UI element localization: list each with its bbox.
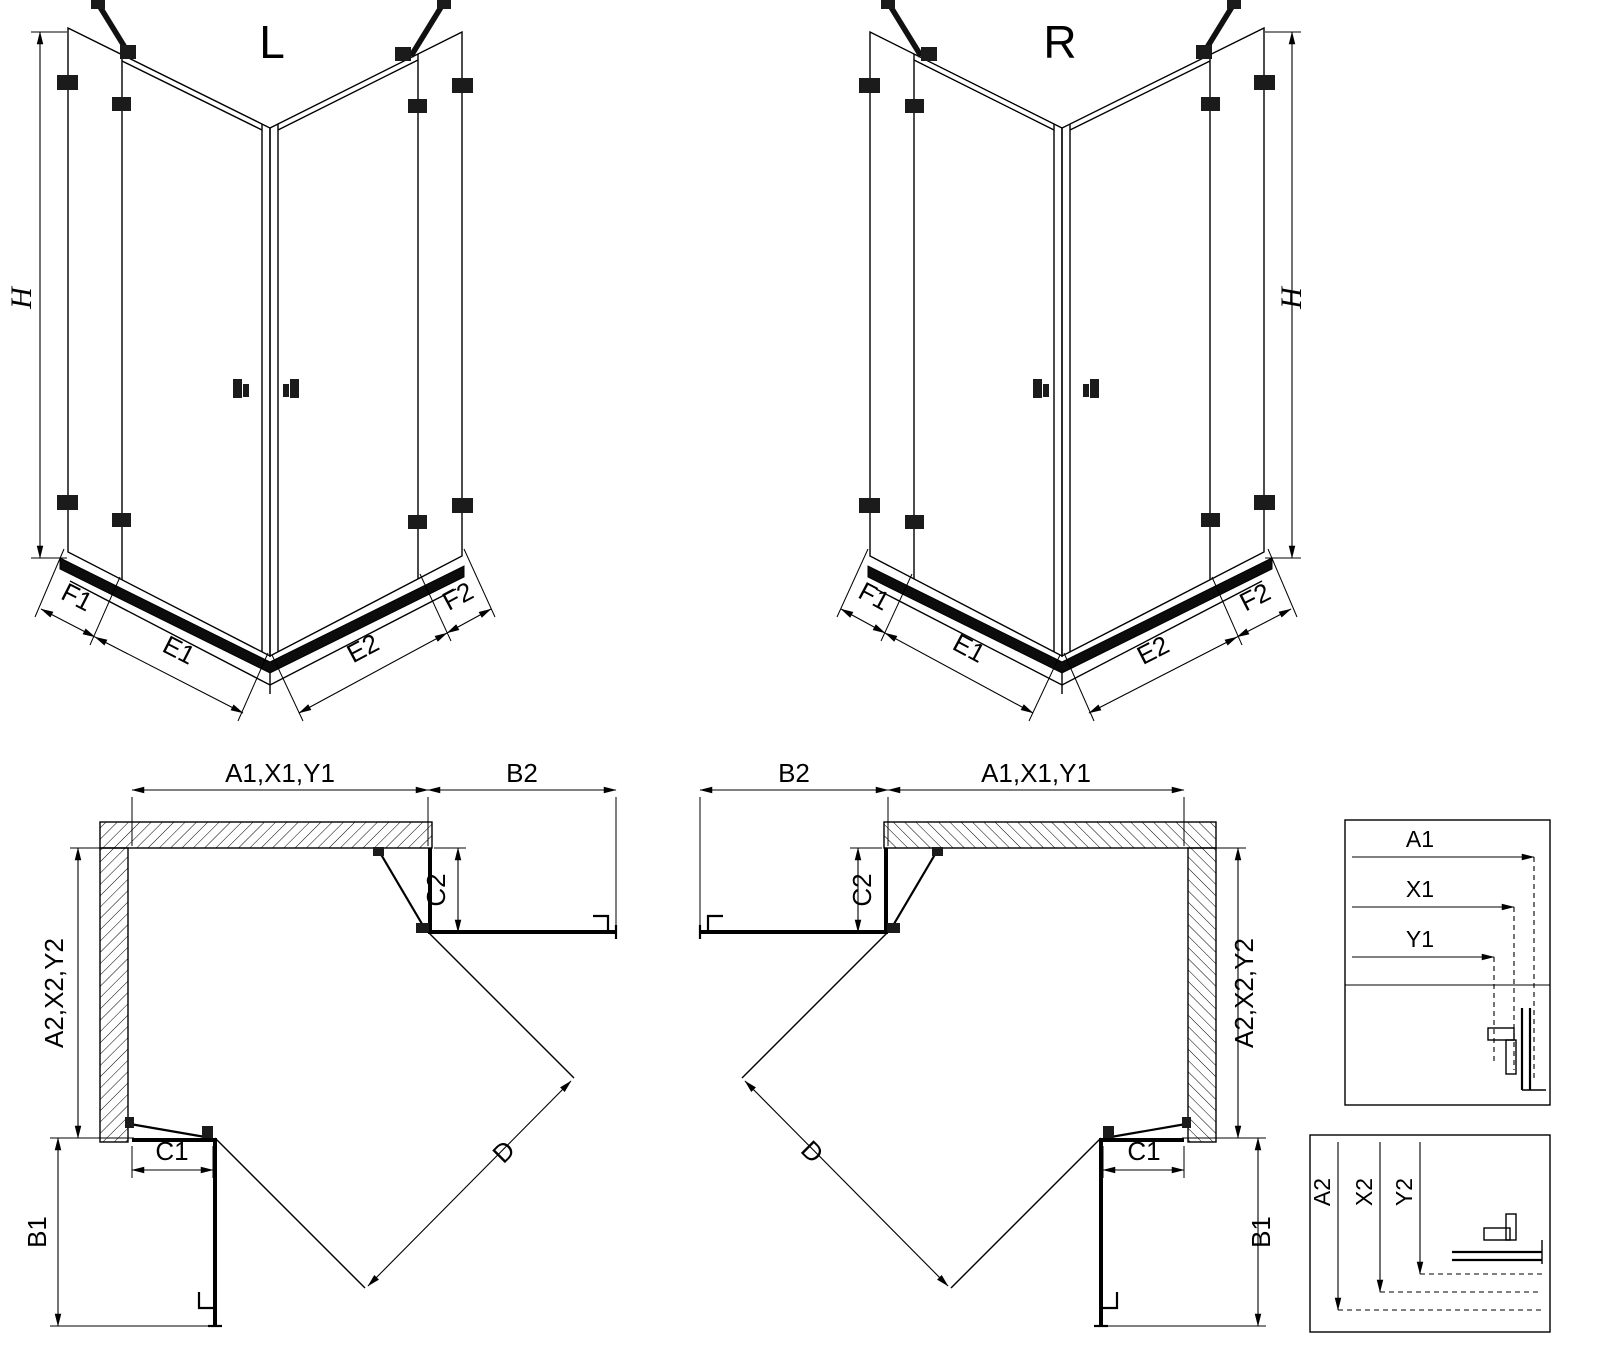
dimension-label-a2x2y2-left: A2,X2,Y2 [39, 938, 69, 1048]
dimension-label-c1-left: C1 [155, 1136, 188, 1166]
plan-left-labels: A1,X1,Y1 B2 C2 A2,X2,Y2 C1 B1 D [22, 758, 538, 1248]
dimension-label-h-left: H [5, 285, 38, 310]
dimension-label-c1-right: C1 [1127, 1136, 1160, 1166]
detail-label-x1: X1 [1406, 876, 1434, 902]
detail-box-horizontal [1344, 819, 1551, 1106]
dimension-label-a1x1y1-right: A1,X1,Y1 [981, 758, 1091, 788]
dimension-label-b1-left: B1 [22, 1216, 52, 1248]
detail-label-x2: X2 [1351, 1178, 1377, 1206]
dimension-label-d-right: D [795, 1134, 829, 1168]
detail-label-y2: Y2 [1391, 1178, 1417, 1206]
plan-right-labels: B2 A1,X1,Y1 C2 A2,X2,Y2 C1 B1 D [778, 758, 1276, 1248]
plan-view-right-geometry [700, 790, 1266, 1326]
variant-label-right: R [1043, 16, 1076, 68]
detail-label-a1: A1 [1406, 826, 1434, 852]
dimension-label-c2-left: C2 [421, 873, 451, 906]
dimension-label-h-right: H [1275, 285, 1308, 310]
dimension-label-b1-right: B1 [1246, 1216, 1276, 1248]
detail-labels: A1 X1 Y1 A2 X2 Y2 [1309, 826, 1434, 1206]
perspective-view-right-geometry [837, 0, 1301, 721]
detail-label-y1: Y1 [1406, 926, 1434, 952]
dimension-label-c2-right: C2 [847, 873, 877, 906]
dimension-label-b2-right: B2 [778, 758, 810, 788]
dimension-label-b2-left: B2 [506, 758, 538, 788]
plan-view-left-geometry [50, 786, 618, 1328]
perspective-right-labels: R H F2 E2 E1 F1 [854, 16, 1308, 671]
perspective-view-left-geometry [31, 0, 496, 722]
variant-label-left: L [259, 16, 285, 68]
dimension-label-d-left: D [486, 1134, 520, 1168]
dimension-label-a1x1y1-left: A1,X1,Y1 [225, 758, 335, 788]
detail-box-vertical [1309, 1134, 1551, 1333]
detail-label-a2: A2 [1309, 1178, 1335, 1206]
dimension-label-a2x2y2-right: A2,X2,Y2 [1229, 938, 1259, 1048]
